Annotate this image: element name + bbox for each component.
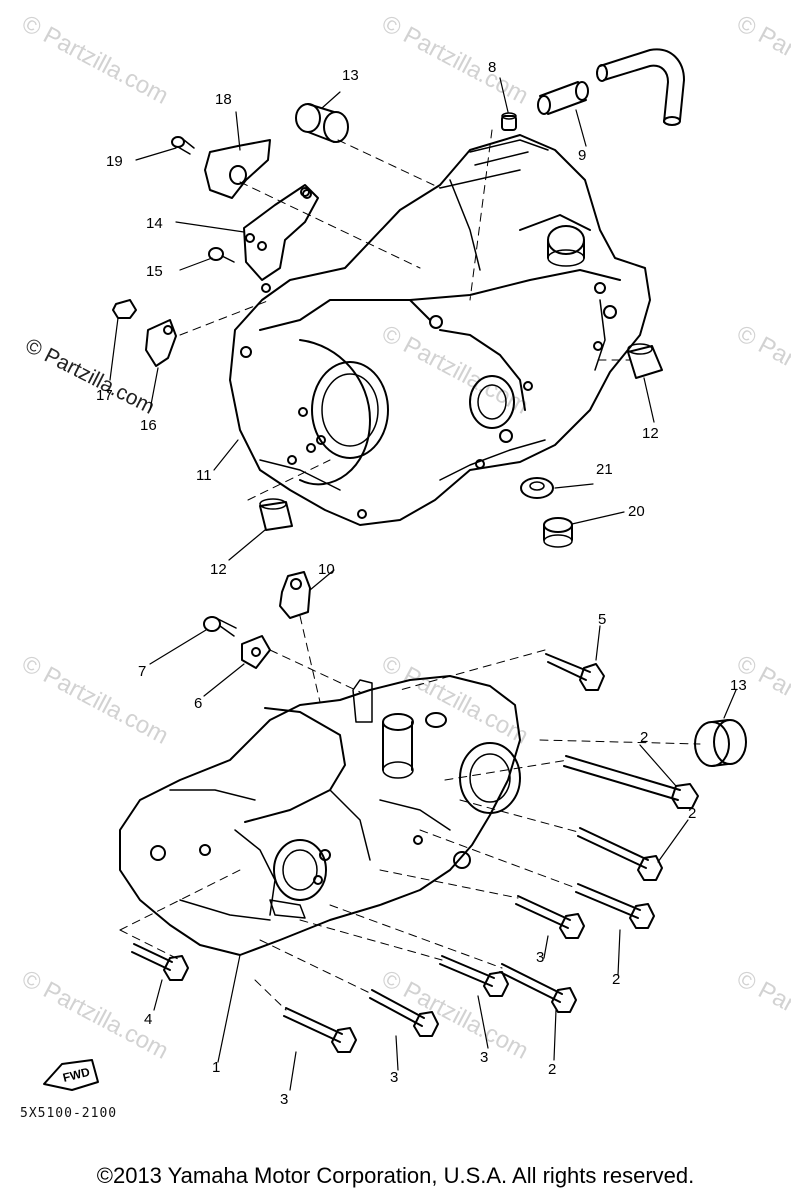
clamp-18: [204, 139, 271, 199]
callout-13: 13: [342, 67, 359, 84]
dowel-12-left: [259, 498, 293, 531]
callout-2-c: 2: [612, 971, 620, 988]
callout-13-bottom: 13: [730, 677, 747, 694]
callout-6: 6: [194, 695, 202, 712]
bolt-3-a: [515, 895, 585, 939]
callout-12-left: 12: [210, 561, 227, 578]
diagram-code: 5X5100-2100: [20, 1106, 118, 1121]
callout-18: 18: [215, 91, 232, 108]
bolt-15: [208, 247, 235, 263]
callout-17: 17: [96, 387, 113, 404]
nipple-8: [501, 112, 517, 131]
washer-21: [520, 477, 554, 499]
lower-crankcase: [119, 675, 521, 956]
callout-10: 10: [318, 561, 335, 578]
fwd-label: FWD: [61, 1065, 91, 1085]
alignment-lines: [119, 129, 701, 1011]
copyright-notice: ©2013 Yamaha Motor Corporation, U.S.A. A…: [96, 1163, 695, 1188]
plate-14: [243, 184, 319, 281]
callout-2-d: 2: [548, 1061, 556, 1078]
callout-21: 21: [596, 461, 613, 478]
hose-9-curved: [596, 48, 685, 126]
callout-3-b: 3: [480, 1049, 488, 1066]
callout-numbers: 13 8 9 18 19 14 15 17 16 12 11 12 21 20 …: [96, 59, 747, 1108]
bolt-2-d: [499, 963, 577, 1013]
clip-16: [145, 319, 177, 367]
upper-crankcase: [229, 134, 651, 526]
callout-9: 9: [578, 147, 586, 164]
plug-20: [543, 517, 573, 548]
leader-lines: [109, 77, 737, 1091]
pipe-9-short: [537, 81, 589, 115]
fwd-arrow: [43, 1059, 99, 1091]
callout-1: 1: [212, 1059, 220, 1076]
callout-16: 16: [140, 417, 157, 434]
collar-13-bottom: [694, 719, 747, 767]
callout-12-right: 12: [642, 425, 659, 442]
bolt-4: [131, 943, 189, 981]
callout-7: 7: [138, 663, 146, 680]
dowel-12-right: [627, 343, 663, 379]
bolt-2-a: [563, 755, 699, 809]
bolt-5: [545, 653, 605, 691]
callout-4: 4: [144, 1011, 152, 1028]
callout-8: 8: [488, 59, 496, 76]
bolt-2-c: [575, 883, 655, 929]
bolt-3-d: [283, 1007, 357, 1053]
nut-17: [112, 299, 137, 319]
washer-6: [241, 635, 271, 669]
callout-2-a: 2: [640, 729, 648, 746]
callout-3-c: 3: [390, 1069, 398, 1086]
callout-20: 20: [628, 503, 645, 520]
callout-11: 11: [196, 467, 212, 484]
bolt-3-c: [369, 989, 439, 1037]
bolt-19: [171, 136, 195, 155]
callout-19: 19: [106, 153, 123, 170]
callout-5: 5: [598, 611, 606, 628]
callout-14: 14: [146, 215, 163, 232]
callout-3-d: 3: [280, 1091, 288, 1108]
bolt-7: [203, 616, 237, 637]
bolt-2-b: [577, 827, 663, 881]
clamp-10: [279, 571, 311, 619]
callout-15: 15: [146, 263, 163, 280]
callout-3-a: 3: [536, 949, 544, 966]
collar-13-top: [295, 103, 349, 143]
callout-2-b: 2: [688, 805, 696, 822]
bolt-3-b: [439, 955, 509, 997]
